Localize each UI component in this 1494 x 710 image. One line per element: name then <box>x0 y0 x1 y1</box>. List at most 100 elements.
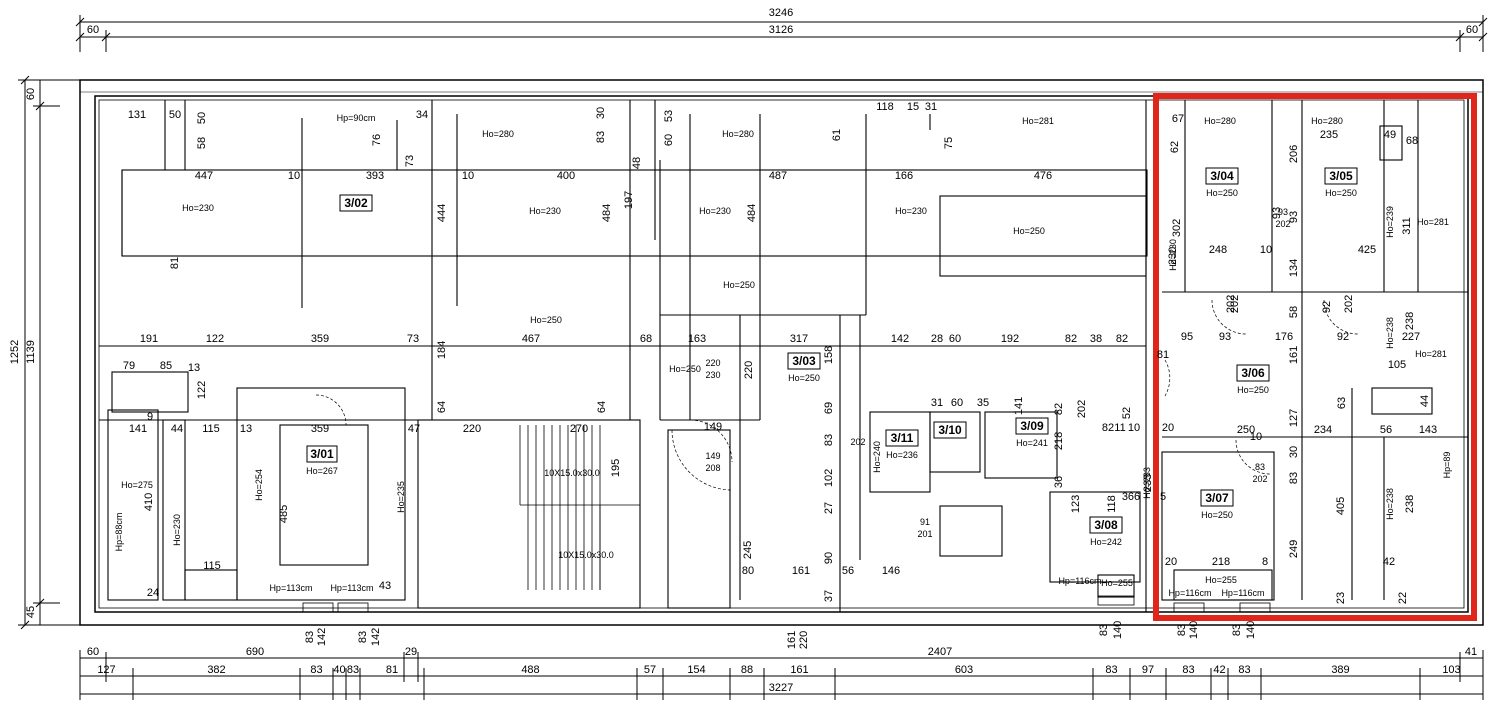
dimension-label: 24 <box>147 587 159 599</box>
room-id: 3/09 <box>1020 419 1044 433</box>
dim-label: 38 <box>1090 333 1102 345</box>
dimension-label: 61 <box>831 129 843 141</box>
ho-label: Ho=255 <box>1101 578 1133 588</box>
ho-label: Ho=280 <box>1311 116 1343 126</box>
dimension-label: 83 <box>1182 664 1194 676</box>
dimension-label: 93 <box>1271 207 1283 219</box>
dimension-label: 103 <box>1442 664 1460 676</box>
ho-label: Ho=230 <box>699 206 731 216</box>
room-id: 3/08 <box>1094 518 1118 532</box>
ho-label: Ho=275 <box>121 480 153 490</box>
dimension-label: 220 <box>743 361 755 379</box>
dim-left-top: 60 <box>25 88 37 100</box>
dimension-label: 134 <box>1288 259 1300 277</box>
dim-label: 28 <box>931 333 943 345</box>
dimension-label: 83 <box>357 631 369 643</box>
dimension-label: 90 <box>823 552 835 564</box>
dimension-label: 83 <box>823 434 835 446</box>
dim-bottom-2407: 2407 <box>928 646 952 658</box>
dimension-label: 238 <box>1404 312 1416 330</box>
door-label: 83 <box>1255 462 1265 472</box>
room-height: Ho=241 <box>1016 438 1048 448</box>
bottom-chain-ticks <box>79 668 1484 700</box>
ho-label: Ho=238 <box>1385 488 1395 520</box>
room-id: 3/07 <box>1205 491 1229 505</box>
ho-label: Ho=230 <box>895 206 927 216</box>
dimension-label: 62 <box>1169 141 1181 153</box>
dimension-label: 249 <box>1288 540 1300 558</box>
height-labels: Ho=230 Ho=230 Ho=230 Ho=230 Ho=250 Ho=25… <box>114 113 1452 598</box>
dimension-label: 127 <box>97 664 115 676</box>
dimension-label: 63 <box>1336 397 1348 409</box>
dim-bottom-690: 690 <box>246 646 264 658</box>
ho-label: Ho=250 <box>530 315 562 325</box>
door-label: 202 <box>1275 219 1290 229</box>
dimension-label: 302 <box>1171 219 1183 237</box>
door-label: 202 <box>850 437 865 447</box>
dim-bottom-60: 60 <box>87 646 99 658</box>
dim-left-bottom: 45 <box>25 606 37 618</box>
room-height: Ho=236 <box>886 450 918 460</box>
dimension-label: 83 <box>310 664 322 676</box>
dimension-label: 161 <box>786 631 798 649</box>
door-label: 230 <box>705 370 720 380</box>
room-id: 3/02 <box>344 196 368 210</box>
dim-label: 393 <box>366 170 384 182</box>
dim-bottom-total: 3227 <box>769 682 793 694</box>
ho-label: Ho=230 <box>182 203 214 213</box>
dimension-label: 20 <box>1165 556 1177 568</box>
dim-label: 68 <box>640 333 652 345</box>
windows <box>302 595 1271 613</box>
room-id: 3/06 <box>1241 366 1265 380</box>
dimension-label: 235 <box>1320 129 1338 141</box>
room-3-09: 3/09 Ho=241 <box>1015 417 1049 448</box>
dim-label: 487 <box>769 170 787 182</box>
dimension-label: 93 <box>1288 211 1300 223</box>
ho-label: Ho=254 <box>254 469 264 501</box>
dimension-label: 60 <box>951 397 963 409</box>
dim-label: 447 <box>195 170 213 182</box>
ho-label: Ho=281 <box>1415 349 1447 359</box>
dimension-label: 195 <box>610 459 622 477</box>
ho-label: Ho=233 <box>1142 467 1152 499</box>
stair-label: 10X15.0x30.0 <box>544 468 600 478</box>
dimension-label: 105 <box>1388 359 1406 371</box>
dim-label: 115 <box>202 423 220 435</box>
dimension-label: 485 <box>278 505 290 523</box>
dimension-label: 10 <box>1128 422 1140 434</box>
dimension-label: 122 <box>196 381 208 399</box>
dim-label: 317 <box>790 333 808 345</box>
ho-label: Ho=235 <box>396 481 406 513</box>
room-3-02: 3/02 <box>339 194 373 212</box>
dimension-label: 444 <box>436 204 448 222</box>
room-id: 3/10 <box>938 423 962 437</box>
dimension-label: 73 <box>404 155 416 167</box>
dimension-label: 58 <box>196 137 208 149</box>
dim-bottom-41: 41 <box>1465 646 1477 658</box>
dimension-label: 68 <box>1406 135 1418 147</box>
door-label: 220 <box>705 358 720 368</box>
dimension-label: 146 <box>882 565 900 577</box>
ho-label: Ho=250 <box>669 364 701 374</box>
dim-label: 142 <box>891 333 909 345</box>
dimension-label: 83 <box>1098 624 1110 636</box>
door-label: 201 <box>917 529 932 539</box>
ho-label: Ho=280 <box>722 129 754 139</box>
door-label: 93 <box>1278 207 1288 217</box>
dimension-label: 85 <box>160 360 172 372</box>
dim-label: 141 <box>129 423 147 435</box>
dim-label: 191 <box>140 333 158 345</box>
hp-label: Hp=88cm <box>114 513 124 552</box>
dimension-label: 123 <box>1070 495 1082 513</box>
dim-label: 82 <box>1116 333 1128 345</box>
dimension-label: 95 <box>1181 331 1193 343</box>
dimension-label: 83 <box>347 664 359 676</box>
dimension-label: 206 <box>1288 145 1300 163</box>
dimension-label: 218 <box>1053 432 1065 450</box>
ho-label: Ho=230 <box>172 514 182 546</box>
dimension-label: 69 <box>823 402 835 414</box>
dimension-label: 34 <box>416 109 428 121</box>
door-label: 202 <box>1252 474 1267 484</box>
